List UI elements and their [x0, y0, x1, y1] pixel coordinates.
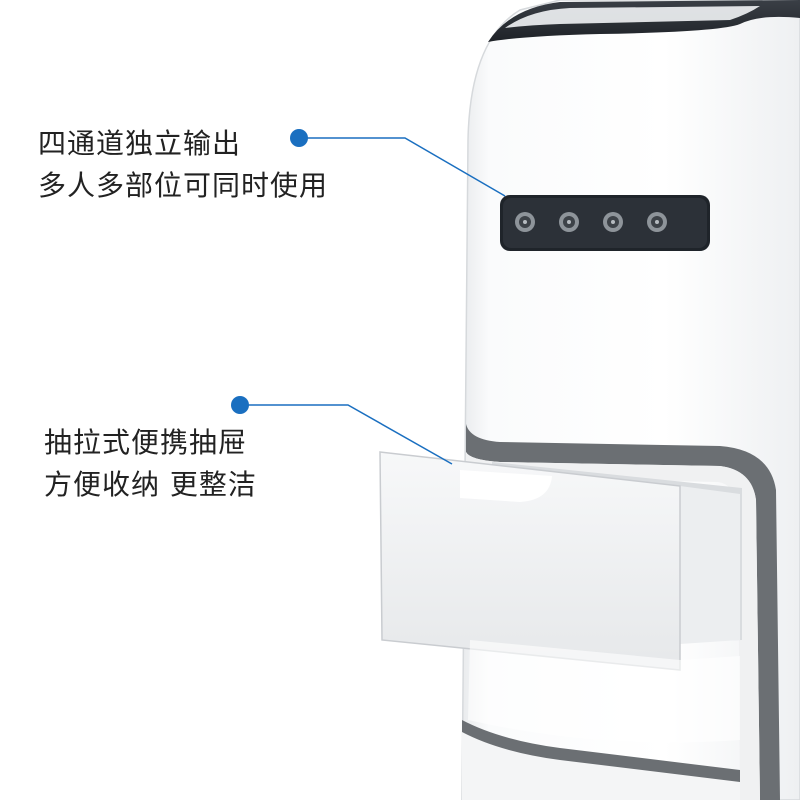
connector-port-icon[interactable] [559, 212, 579, 232]
drawer-bay-trim [466, 424, 780, 800]
callout-drawer-text: 抽拉式便携抽屉 方便收纳 更整洁 [44, 422, 257, 506]
callout-line: 四通道独立输出 [38, 127, 242, 160]
connector-port-icon[interactable] [647, 212, 667, 232]
callout-1-leader [300, 137, 506, 197]
connector-port-icon[interactable] [515, 212, 535, 232]
callout-channels-text: 四通道独立输出 多人多部位可同时使用 [38, 123, 328, 207]
top-screen-housing [488, 0, 800, 42]
callout-line: 多人多部位可同时使用 [38, 169, 329, 202]
dot-marker-icon [290, 129, 308, 147]
connector-port-icon[interactable] [603, 212, 623, 232]
callout-2-leader [240, 404, 453, 465]
dot-marker-icon [231, 396, 249, 414]
callout-line: 方便收纳 更整洁 [44, 468, 257, 501]
callout-line: 抽拉式便携抽屉 [44, 426, 248, 459]
lower-body [462, 640, 740, 800]
